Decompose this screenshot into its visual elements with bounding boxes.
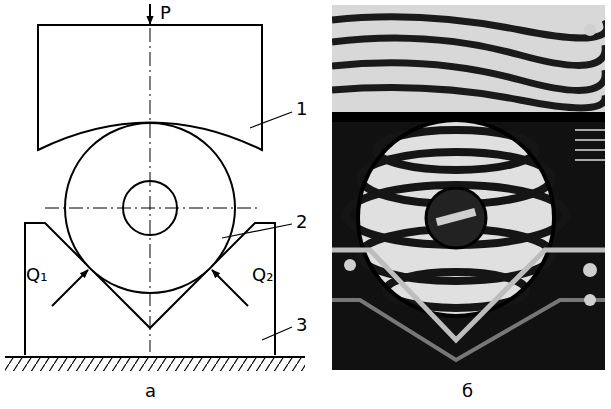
panel-letter: а	[145, 382, 156, 400]
force-arrow	[212, 270, 248, 306]
panel-letter: б	[462, 382, 473, 400]
scheme-a	[5, 4, 305, 371]
part-number: 1	[296, 100, 307, 118]
force-arrow	[52, 270, 88, 306]
leader-line	[250, 112, 292, 128]
leader-line	[222, 224, 292, 238]
force-label: Q₁	[26, 266, 47, 284]
ground-hatch	[5, 358, 305, 371]
force-label: Q₂	[252, 266, 273, 284]
leader-line	[262, 327, 292, 340]
force-arrow	[149, 4, 151, 24]
axis-line	[150, 28, 151, 352]
part-number: 3	[296, 316, 307, 334]
part-number: 2	[296, 213, 307, 231]
photo-b	[332, 5, 605, 370]
ground-line	[5, 356, 305, 358]
axis-line	[45, 208, 258, 209]
force-label: P	[160, 4, 171, 22]
